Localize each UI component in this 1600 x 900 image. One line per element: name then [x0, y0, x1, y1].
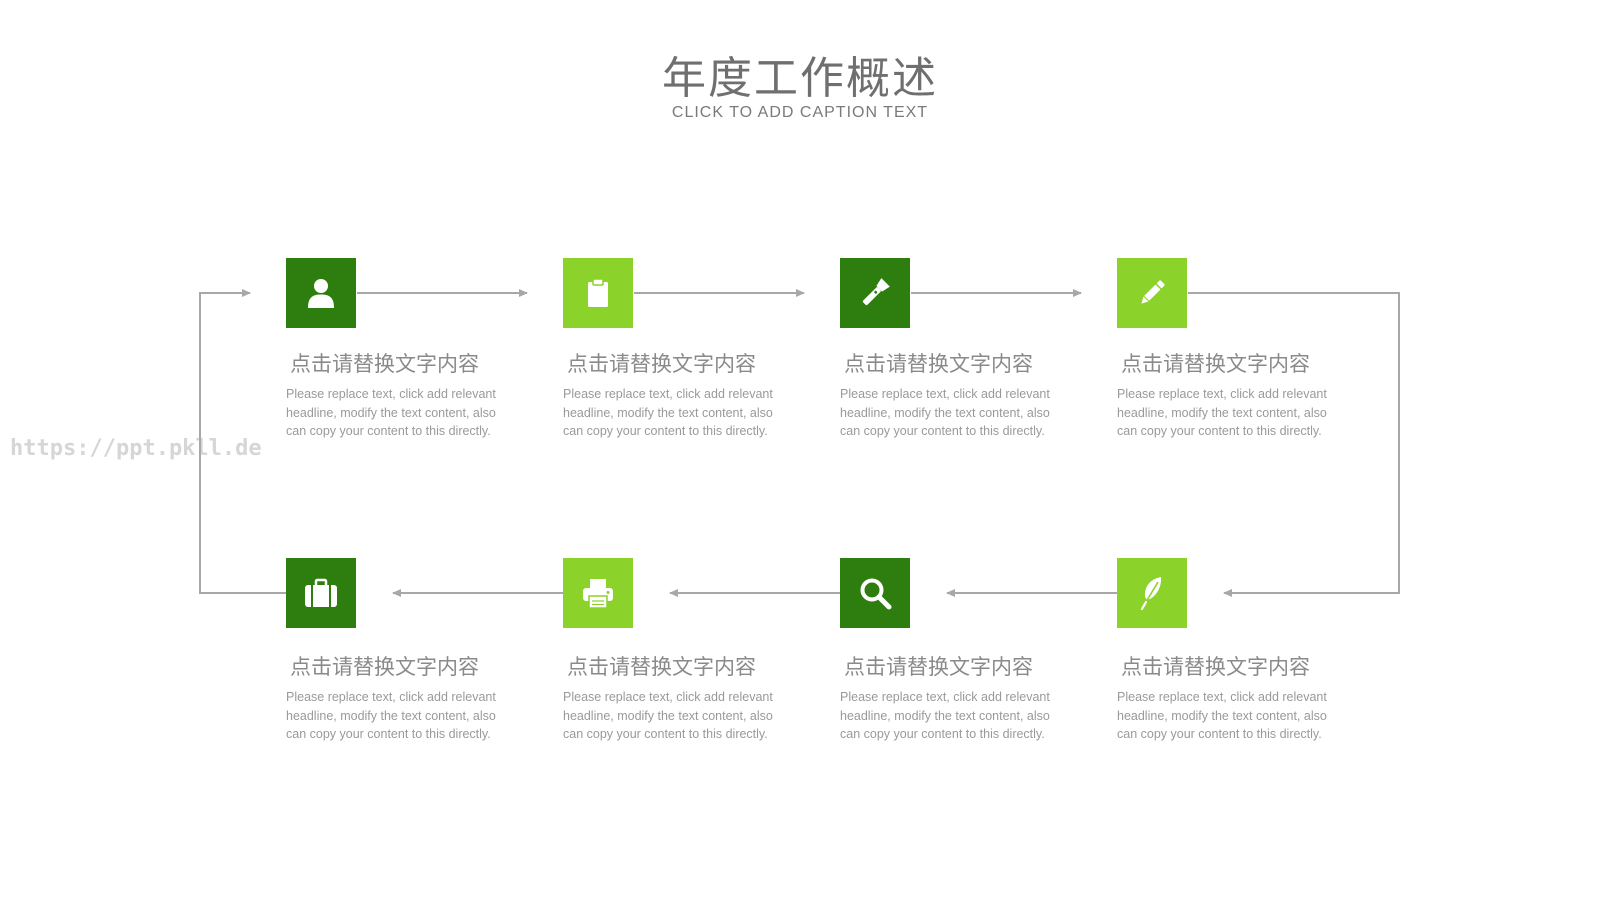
step-2-heading: 点击请替换文字内容 [567, 352, 756, 376]
briefcase-icon [305, 578, 337, 607]
flashlight-icon [862, 278, 890, 306]
step-4-icon-box[interactable] [1117, 258, 1187, 328]
step-8-text: Please replace text, click add relevant … [1117, 690, 1327, 741]
step-5-icon-box[interactable] [286, 558, 356, 628]
step-6-icon-box[interactable] [563, 558, 633, 628]
arrow-5-1 [199, 289, 286, 594]
step-6-heading: 点击请替换文字内容 [567, 655, 756, 679]
step-7-text: Please replace text, click add relevant … [840, 690, 1050, 741]
search-icon [860, 578, 892, 610]
step-4-text: Please replace text, click add relevant … [1117, 387, 1327, 438]
step-2-text: Please replace text, click add relevant … [563, 387, 773, 438]
slide-title: 年度工作概述 [662, 53, 938, 104]
step-7-heading: 点击请替换文字内容 [844, 655, 1033, 679]
step-5-heading: 点击请替换文字内容 [290, 655, 479, 679]
step-7-icon-box[interactable] [840, 558, 910, 628]
user-icon [308, 279, 334, 308]
step-5-text: Please replace text, click add relevant … [286, 690, 496, 741]
step-8-heading: 点击请替换文字内容 [1121, 655, 1310, 679]
step-1-text: Please replace text, click add relevant … [286, 387, 496, 438]
slide-caption: CLICK TO ADD CAPTION TEXT [671, 104, 929, 121]
arrow-4-8 [1188, 292, 1400, 597]
watermark: https://ppt.pkll.de [10, 436, 262, 461]
step-1-icon-box[interactable] [286, 258, 356, 328]
printer-icon [583, 579, 613, 609]
step-2-icon-box[interactable] [563, 258, 633, 328]
step-3-heading: 点击请替换文字内容 [844, 352, 1033, 376]
feather-icon [1140, 577, 1162, 611]
step-8-icon-box[interactable] [1117, 558, 1187, 628]
step-3-icon-box[interactable] [840, 258, 910, 328]
step-1-heading: 点击请替换文字内容 [290, 352, 479, 376]
clipboard-icon [588, 278, 608, 307]
step-4-heading: 点击请替换文字内容 [1121, 352, 1310, 376]
pencil-icon [1141, 280, 1165, 304]
step-3-text: Please replace text, click add relevant … [840, 387, 1050, 438]
step-6-text: Please replace text, click add relevant … [563, 690, 773, 741]
